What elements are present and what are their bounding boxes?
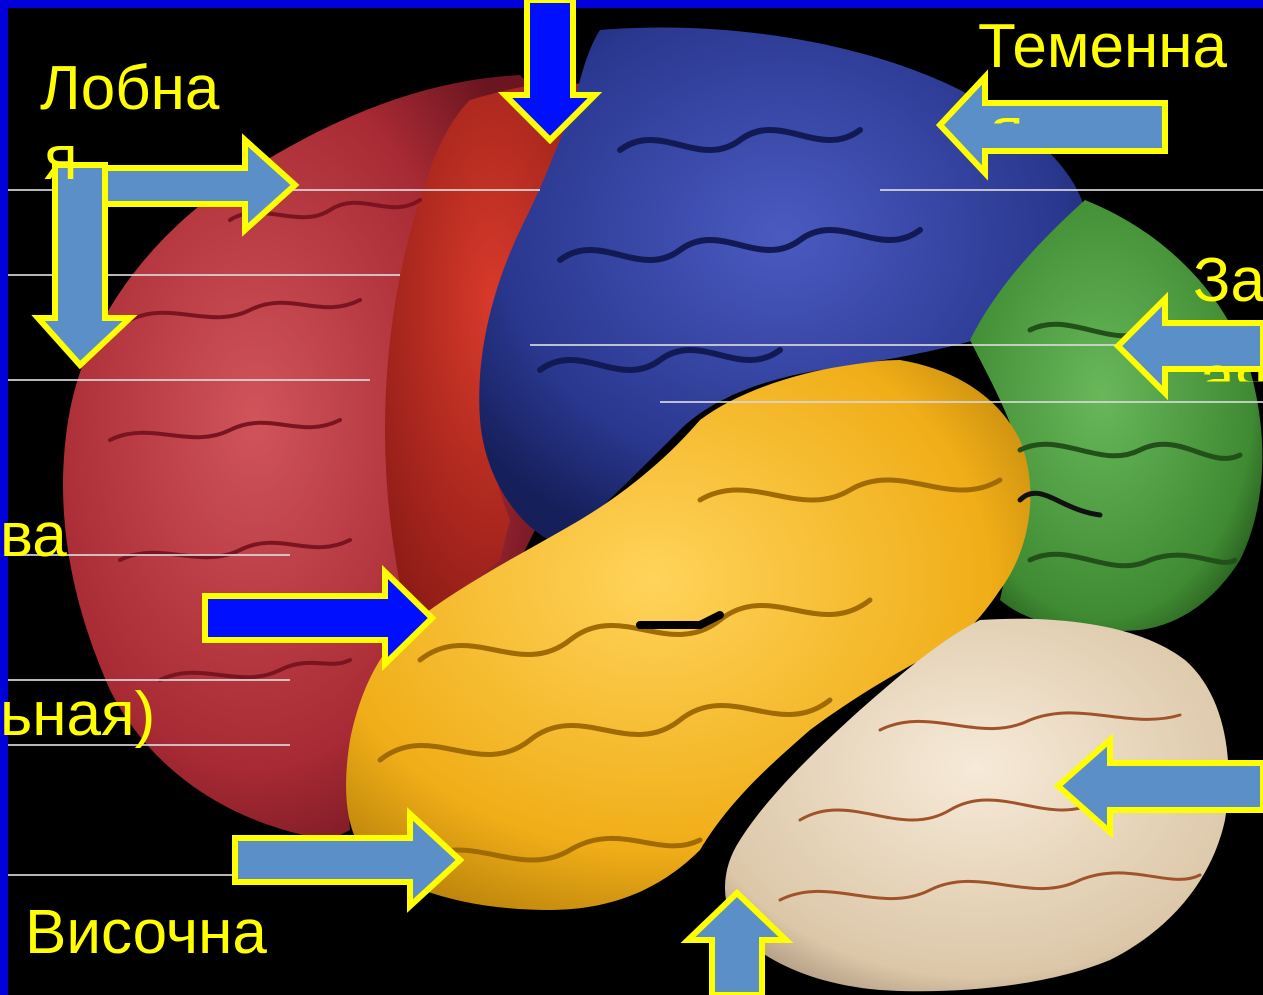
temporal-lobe-label: Височна xyxy=(25,902,267,964)
frontal-lobe-label: Лобна xyxy=(40,58,219,120)
insula-paren-fragment: ьная) xyxy=(0,684,155,746)
parietal-lobe-label: Теменна xyxy=(978,16,1227,78)
insula-label-fragment: ва xyxy=(0,505,67,567)
frontal-lobe-label-cont: я xyxy=(44,128,78,190)
occipital-lobe-label: За xyxy=(1193,250,1263,312)
